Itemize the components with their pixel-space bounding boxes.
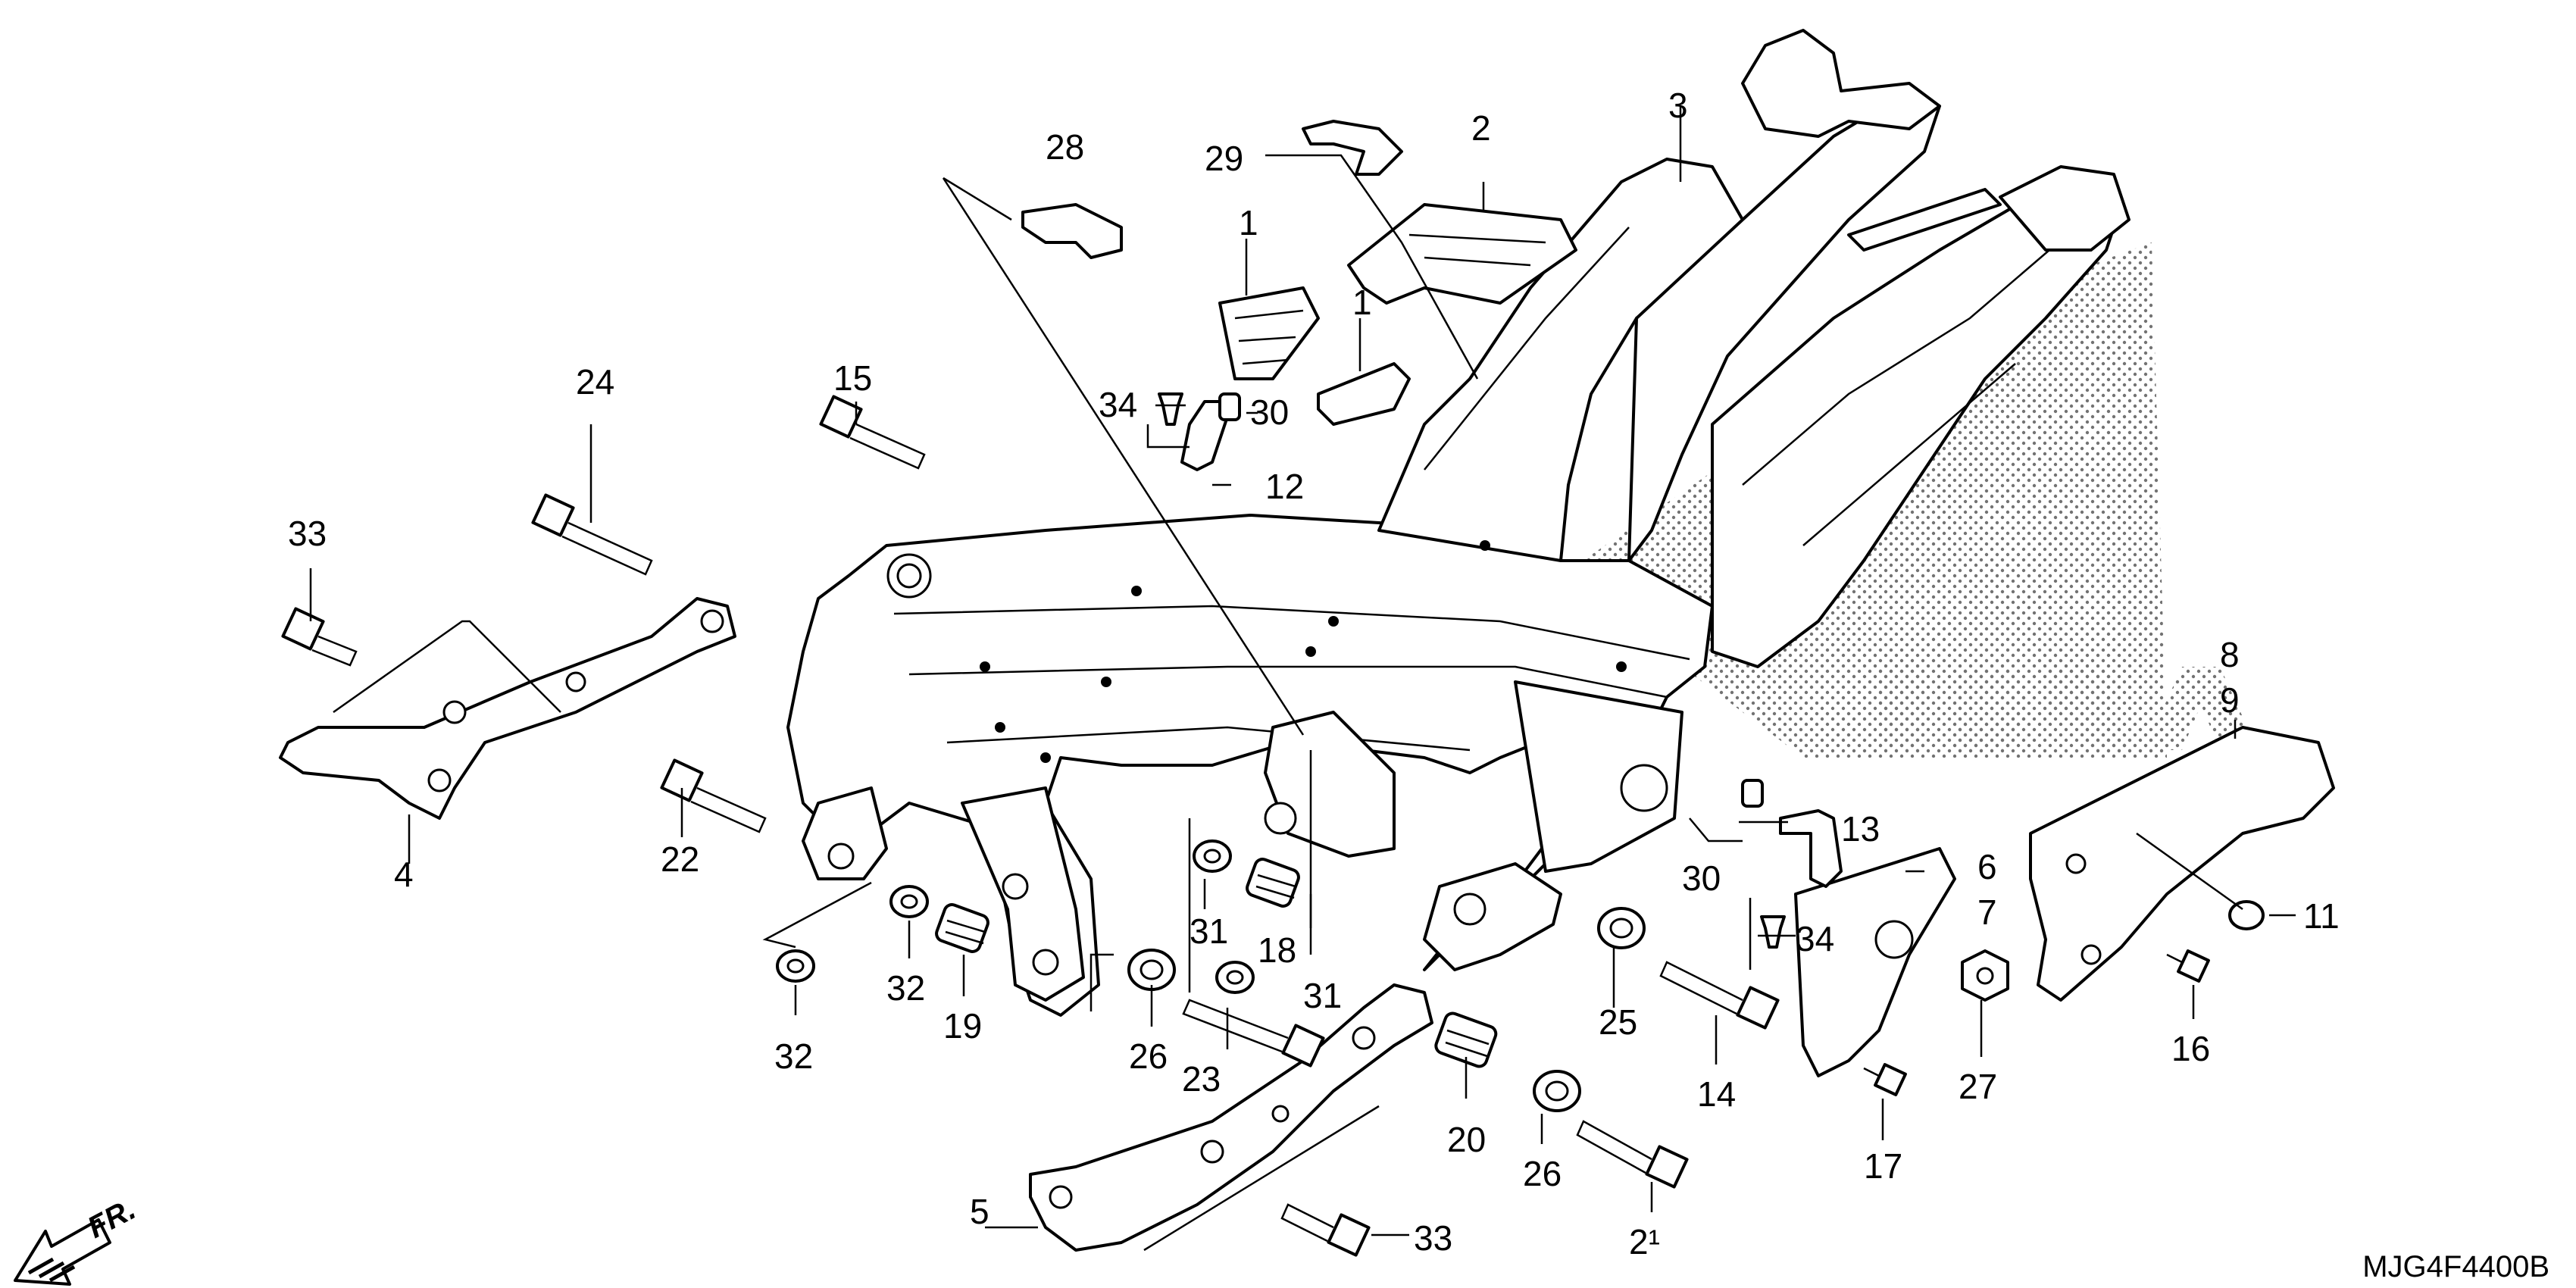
callout-14: 14 xyxy=(1697,1074,1736,1114)
callout-3: 3 xyxy=(1668,86,1688,125)
clip-26a xyxy=(1127,949,1176,991)
bolt-24 xyxy=(531,493,653,576)
clip-25 xyxy=(1597,907,1646,949)
callout-28: 28 xyxy=(1046,127,1084,167)
collar-18 xyxy=(1246,858,1300,908)
callout-22: 22 xyxy=(661,839,699,879)
callout-13: 13 xyxy=(1841,809,1880,849)
callout-4: 4 xyxy=(394,855,414,894)
callout-1-b: 1 xyxy=(1352,283,1372,322)
leader-lines xyxy=(309,106,2296,1252)
nut-31b xyxy=(1215,961,1255,994)
main-frame xyxy=(786,29,2131,1017)
clip-26b xyxy=(1533,1070,1581,1112)
callout-24: 24 xyxy=(576,362,614,402)
callout-8: 8 xyxy=(2220,635,2240,674)
lower-stay xyxy=(1029,983,1433,1252)
callout-19: 19 xyxy=(943,1006,982,1046)
callout-12: 12 xyxy=(1265,467,1304,506)
callout-33-b: 33 xyxy=(1414,1218,1452,1258)
callout-9: 9 xyxy=(2220,680,2240,720)
callout-33-a: 33 xyxy=(288,514,327,553)
nut-32b xyxy=(776,949,815,983)
part-number-callouts: 1 1 2 3 4 5 6 7 8 9 11 12 13 14 15 16 17… xyxy=(288,86,2340,1261)
screw-30a xyxy=(1218,392,1241,421)
callout-18: 18 xyxy=(1258,930,1296,970)
callout-26-a: 26 xyxy=(1129,1036,1168,1076)
screw-34b xyxy=(1760,915,1786,949)
front-direction-indicator: FR. xyxy=(14,1193,141,1286)
callout-31-b: 31 xyxy=(1303,976,1342,1015)
bolt-33a xyxy=(281,607,358,667)
callout-20: 20 xyxy=(1447,1120,1486,1159)
callout-34-b: 34 xyxy=(1796,919,1834,958)
bolt-21 xyxy=(1576,1120,1689,1189)
callout-30-b: 30 xyxy=(1682,858,1721,898)
side-plates xyxy=(1794,726,2335,1077)
callout-32-a: 32 xyxy=(886,968,925,1008)
collar-19 xyxy=(935,903,989,953)
callout-25: 25 xyxy=(1599,1002,1637,1042)
nut-31a xyxy=(1193,839,1232,873)
callout-30-a: 30 xyxy=(1250,392,1289,432)
nut-27 xyxy=(1961,949,2009,1002)
collar-20 xyxy=(1434,1011,1498,1068)
bolt-22 xyxy=(660,758,767,833)
nut-32a xyxy=(889,885,929,918)
nuts-collars xyxy=(776,392,2265,1112)
bolt-33b xyxy=(1280,1203,1371,1257)
callout-17: 17 xyxy=(1864,1146,1902,1186)
callout-27: 27 xyxy=(1959,1067,1997,1106)
bolt-23 xyxy=(1182,999,1325,1068)
callout-26-b: 26 xyxy=(1523,1154,1562,1193)
callout-5: 5 xyxy=(970,1192,989,1231)
callout-2: 2 xyxy=(1471,108,1491,148)
screw-30b xyxy=(1741,779,1764,808)
bolt-17 xyxy=(1863,1063,1907,1096)
callout-32-b: 32 xyxy=(774,1036,813,1076)
callout-6: 6 xyxy=(1977,847,1997,886)
nut-11 xyxy=(2228,900,2265,930)
bracket-parts xyxy=(1021,120,1843,888)
callout-31-a: 31 xyxy=(1190,911,1228,951)
bolt-15 xyxy=(819,395,926,470)
callout-29: 29 xyxy=(1205,139,1243,178)
callout-23: 23 xyxy=(1182,1059,1221,1099)
callout-15: 15 xyxy=(833,358,872,398)
callout-34-a: 34 xyxy=(1099,385,1137,424)
callout-1-a: 1 xyxy=(1239,203,1258,242)
callout-21: 2¹ xyxy=(1629,1222,1660,1261)
bolt-16 xyxy=(2166,949,2210,983)
bolts xyxy=(281,395,2210,1257)
callout-16: 16 xyxy=(2171,1029,2210,1068)
diagram-code: MJG4F4400B xyxy=(2362,1250,2549,1283)
bolt-14 xyxy=(1659,961,1780,1030)
callout-11: 11 xyxy=(2303,896,2340,936)
left-stay xyxy=(279,597,736,820)
screw-34a xyxy=(1158,392,1183,426)
callout-7: 7 xyxy=(1977,893,1997,932)
